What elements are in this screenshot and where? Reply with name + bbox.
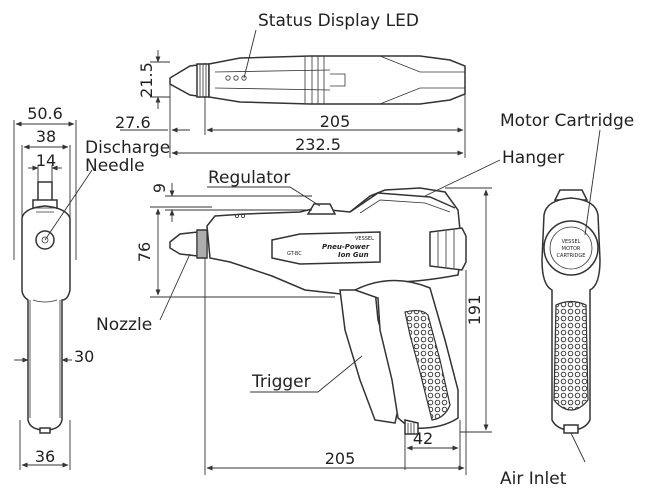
side-view: VESSEL Pneu-Power Ion Gun GT-BC Regulato… (96, 148, 564, 475)
dim-front-width-outer: 50.6 (27, 104, 63, 123)
logo-model-line2: Ion Gun (338, 251, 369, 259)
label-discharge-line1: Discharge (85, 138, 170, 158)
dim-front-base: 36 (35, 447, 55, 466)
logo-brand: VESSEL (355, 236, 374, 242)
front-view: 50.6 38 14 30 36 Discharge Needle (13, 104, 170, 470)
label-trigger: Trigger (251, 372, 311, 392)
dim-top-total: 232.5 (295, 135, 341, 154)
dim-front-width-mid: 38 (36, 127, 56, 146)
label-discharge-line2: Needle (85, 156, 145, 176)
label-air-inlet: Air Inlet (500, 469, 567, 489)
logo-model-line1: Pneu-Power (322, 243, 370, 251)
logo-model-code: GT-BC (287, 251, 302, 257)
dim-front-grip: 30 (74, 347, 94, 366)
dim-top-height: 21.5 (137, 62, 156, 98)
label-motor-cartridge: Motor Cartridge (500, 111, 634, 131)
dim-side-inlet: 42 (413, 429, 433, 448)
dim-front-needle: 14 (36, 151, 56, 170)
label-status-display-led: Status Display LED (258, 11, 419, 31)
label-regulator: Regulator (208, 168, 290, 188)
rear-view: VESSEL MOTOR CARTRIDGE Motor Cartridge A… (500, 111, 634, 489)
dim-side-total-height: 191 (465, 295, 484, 326)
cartridge-line2: CARTRIDGE (557, 253, 586, 259)
cartridge-line1: MOTOR (562, 246, 581, 252)
dim-top-body: 205 (320, 112, 351, 131)
dim-side-regulator: 9 (150, 183, 169, 193)
dim-top-front: 27.6 (115, 113, 151, 132)
dim-side-head-height: 76 (135, 242, 154, 262)
top-view: Status Display LED 21.5 27.6 205 232.5 (115, 11, 466, 158)
cartridge-brand: VESSEL (562, 239, 581, 245)
label-nozzle: Nozzle (96, 315, 152, 335)
label-hanger: Hanger (502, 148, 564, 168)
dim-side-length: 205 (325, 449, 356, 468)
